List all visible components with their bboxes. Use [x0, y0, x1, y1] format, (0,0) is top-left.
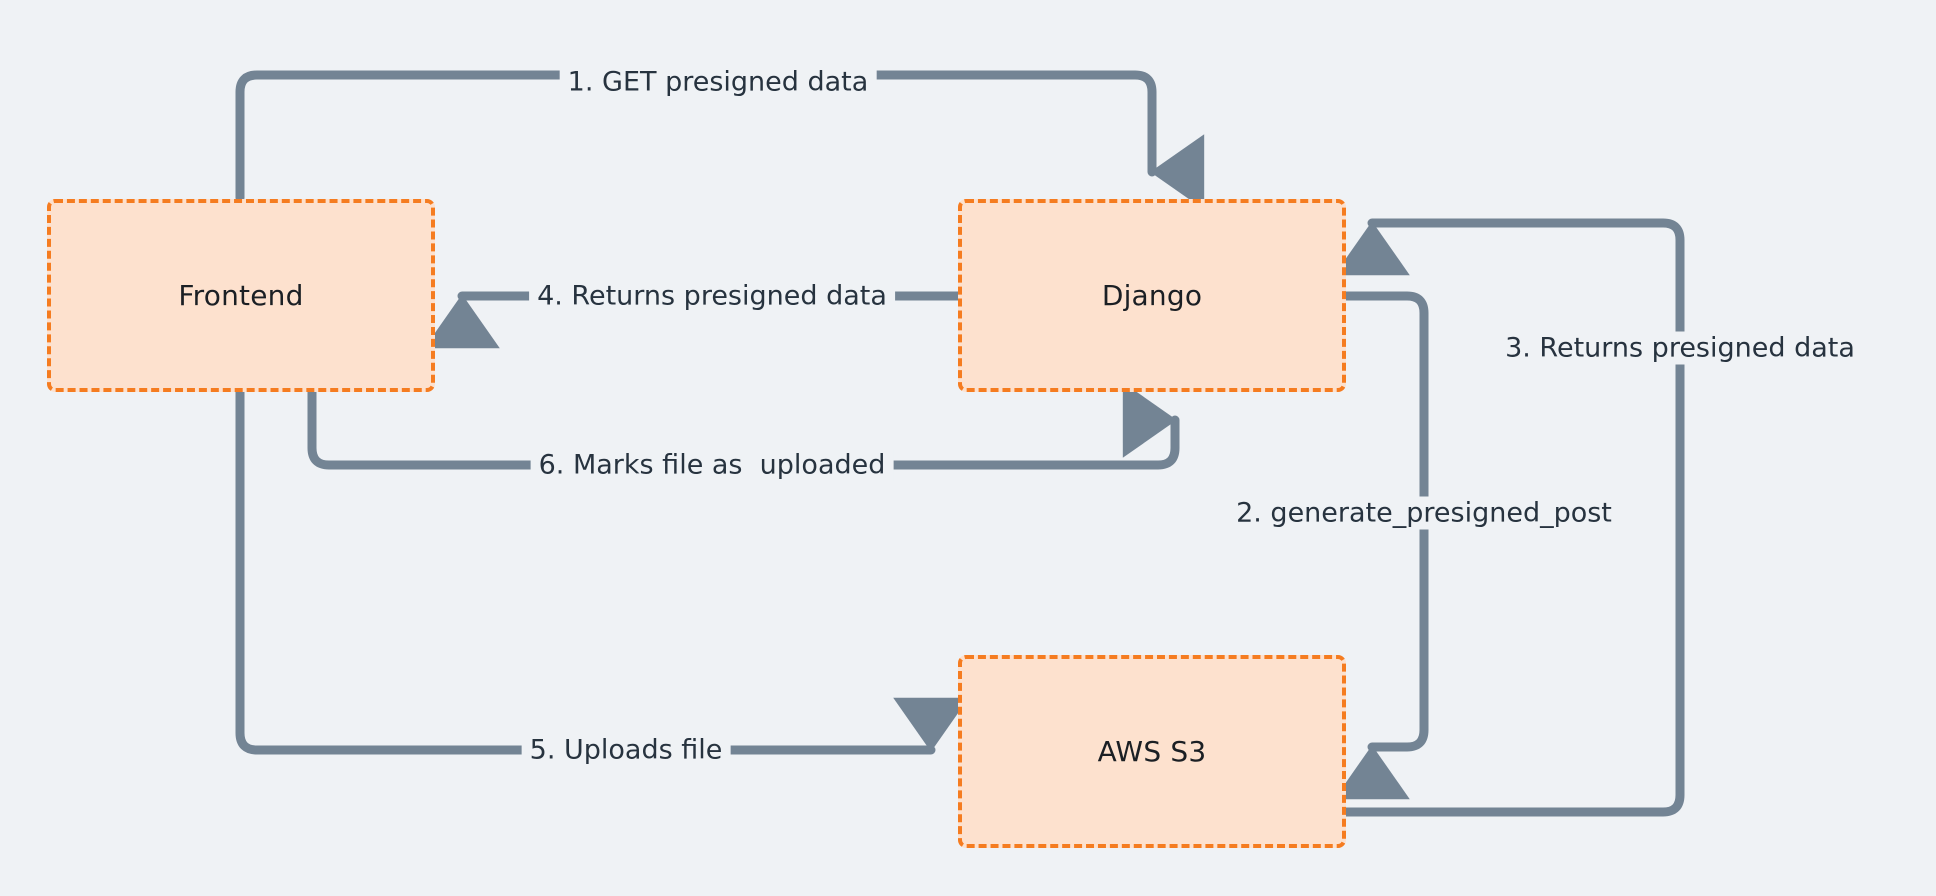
node-frontend[interactable]: Frontend [47, 199, 435, 392]
connector-5-uploads-file [235, 387, 969, 755]
node-aws-s3[interactable]: AWS S3 [958, 655, 1346, 848]
node-aws-s3-label: AWS S3 [1097, 735, 1207, 768]
edge-label-5: 5. Uploads file [521, 733, 731, 767]
connector-3-returns-presigned-data [1334, 218, 1685, 817]
edge-label-4: 4. Returns presigned data [529, 279, 895, 313]
edge-label-1: 1. GET presigned data [559, 65, 877, 99]
edge-label-6: 6. Marks file as uploaded [530, 448, 894, 482]
edge-label-2: 2. generate_presigned_post [1228, 496, 1620, 530]
edge-label-3: 3. Returns presigned data [1497, 331, 1863, 365]
node-django-label: Django [1101, 279, 1203, 312]
node-django[interactable]: Django [958, 199, 1346, 392]
node-frontend-label: Frontend [178, 279, 304, 312]
